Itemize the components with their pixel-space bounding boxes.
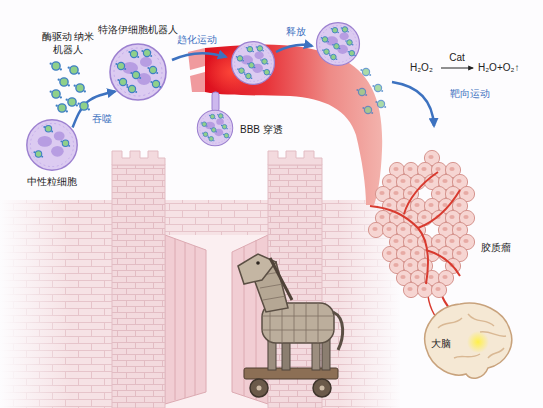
node-heading: 中性粒细胞	[27, 176, 77, 189]
node-heading: 胶质瘤	[481, 242, 511, 255]
brain-outline	[425, 303, 512, 378]
enzyme-label: Cat	[449, 52, 465, 64]
tumor-vessel	[370, 172, 460, 284]
node-heading: 特洛伊细胞机器人	[98, 24, 178, 37]
glioma-cluster: 胶质瘤	[368, 150, 476, 300]
nanorobot-symbol	[50, 90, 62, 99]
brain-folds	[438, 314, 506, 358]
nanorobot-symbol	[50, 62, 62, 71]
edge-label: 吞噬	[92, 113, 112, 125]
node-heading: 酶驱动 纳米机器人	[40, 31, 96, 56]
tumor-spot	[467, 331, 489, 353]
flow-arrow	[73, 91, 116, 127]
nanorobot-symbol	[78, 102, 90, 111]
motion-label: 靶向运动	[450, 88, 490, 100]
motion-arrow	[172, 45, 434, 126]
tumor-cells	[368, 150, 474, 297]
node-heading: 大脑	[430, 338, 452, 351]
castle-wall	[0, 200, 402, 408]
process-label: BBB 穿透	[240, 124, 283, 136]
node-shape	[25, 118, 79, 172]
nanorobot-symbol	[56, 104, 68, 113]
neutrophil-cell: 中性粒细胞	[25, 118, 79, 172]
cell-robot	[197, 23, 386, 146]
trojan-cell-robot: 特洛伊细胞机器人	[108, 42, 168, 102]
nanorobot-symbol	[74, 84, 86, 93]
formula-text: H₂O₂	[410, 62, 433, 74]
node-shape	[368, 150, 476, 300]
trojan-horse	[238, 254, 343, 397]
node-shape	[46, 60, 90, 112]
castle-tower	[112, 151, 322, 408]
node-shape	[108, 42, 168, 102]
nanorobot-group: 酶驱动 纳米机器人	[46, 60, 90, 112]
nanorobot-symbol	[68, 66, 80, 75]
nanorobot-symbol	[58, 78, 70, 87]
motion-label: 释放	[286, 26, 306, 38]
reaction-arrow	[441, 68, 473, 69]
motion-label: 趋化运动	[177, 34, 217, 46]
cell-symbol	[110, 44, 166, 100]
cell-symbol	[27, 120, 77, 170]
blood-vessel	[188, 45, 462, 328]
formula-text: H₂O+O₂↑	[478, 62, 519, 74]
nanorobot-symbol	[66, 98, 78, 107]
brain-organ: 大脑	[418, 298, 516, 384]
